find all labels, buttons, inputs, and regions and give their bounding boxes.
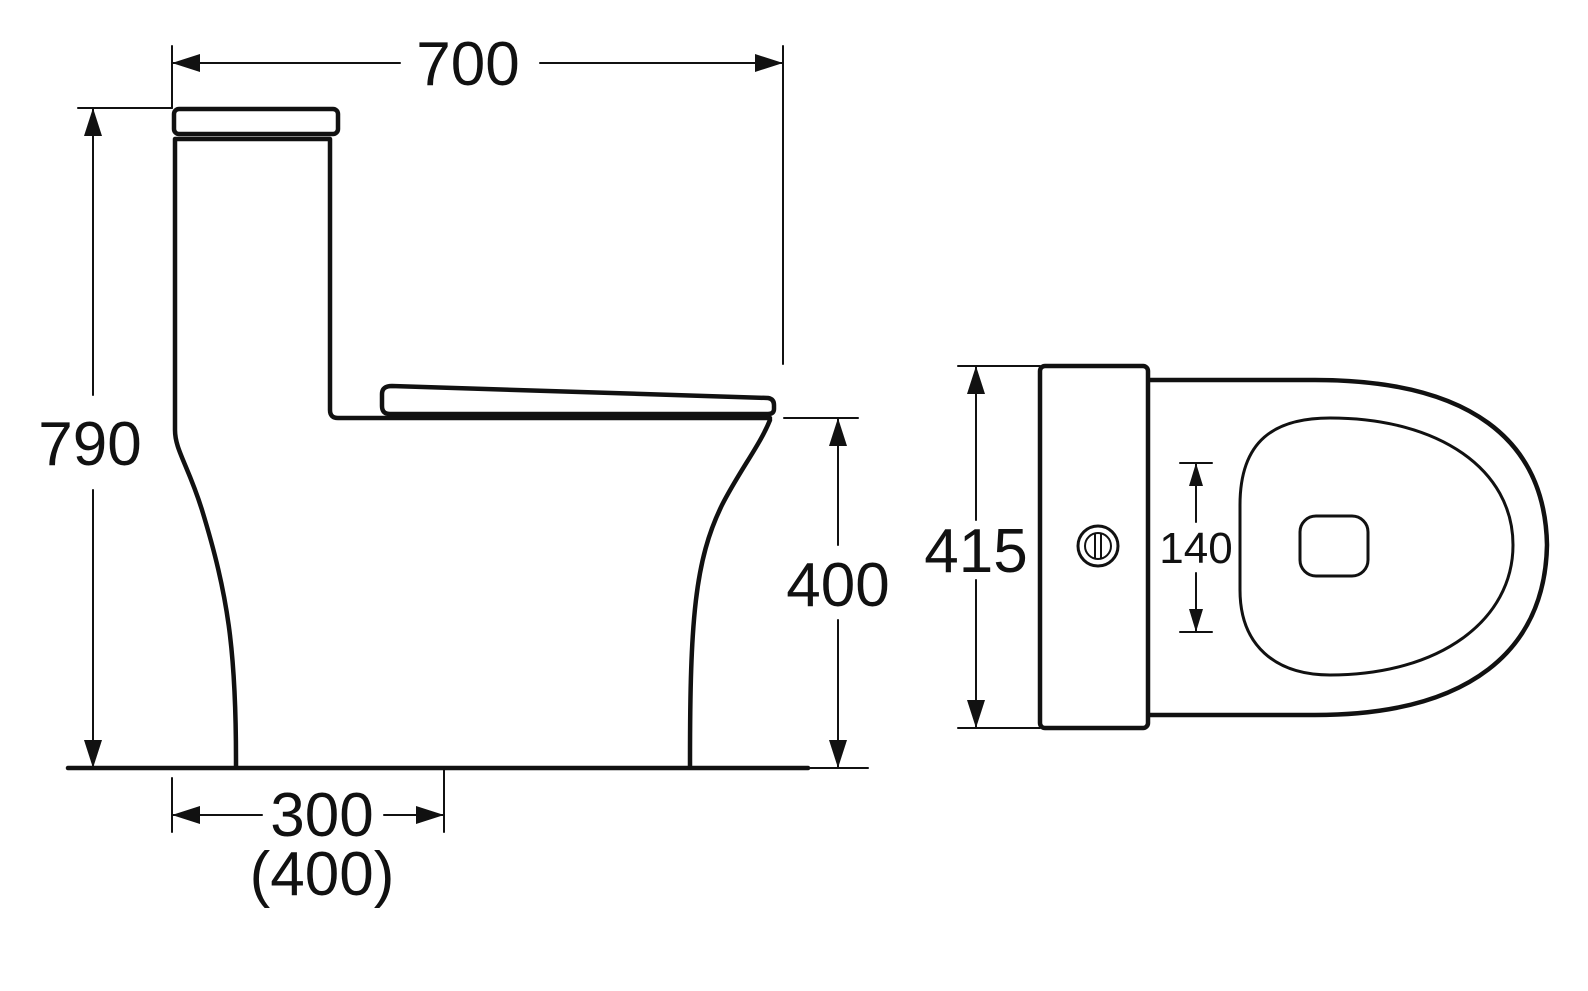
toilet-body-outline	[172, 136, 773, 769]
arrowhead-415-bottom	[967, 700, 985, 728]
tank-top-view	[1037, 363, 1151, 731]
overall-height-label: 790	[38, 410, 141, 479]
dimension-tank-depth: 415	[924, 365, 1041, 729]
top-view: 415 140	[924, 363, 1550, 731]
overall-length-label: 700	[416, 30, 519, 99]
drain-outlet	[1298, 514, 1370, 578]
arrowhead-790-top	[84, 108, 102, 136]
flush-button-icon	[1076, 524, 1120, 568]
arrowhead-300-left	[172, 806, 200, 824]
dimension-rough-in: 300 (400)	[171, 769, 445, 909]
arrowhead-700-right	[755, 54, 783, 72]
bowl-inner-outline	[1238, 416, 1515, 677]
tank-lid	[171, 106, 341, 137]
dimension-overall-length: 700	[171, 30, 784, 365]
dimension-overall-height: 790	[38, 107, 173, 769]
seat-lid-side	[379, 383, 777, 417]
dimension-drain-width: 140	[1159, 462, 1233, 633]
arrowhead-400-top	[829, 418, 847, 446]
arrowhead-790-bottom	[84, 740, 102, 768]
side-view: 700 790 400 300	[38, 30, 889, 909]
arrowhead-400-bottom	[829, 740, 847, 768]
tank-depth-label: 415	[924, 517, 1027, 586]
arrowhead-140-top	[1189, 463, 1203, 486]
drain-width-label: 140	[1159, 524, 1232, 573]
arrowhead-700-left	[172, 54, 200, 72]
dimension-seat-height: 400	[783, 417, 890, 769]
bowl-outer-outline	[1147, 377, 1550, 718]
arrowhead-140-bottom	[1189, 609, 1203, 632]
rough-in-label: 300	[270, 781, 373, 850]
seat-height-label: 400	[786, 551, 889, 620]
arrowhead-300-right	[416, 806, 444, 824]
rough-in-alt-label: (400)	[250, 840, 395, 909]
arrowhead-415-top	[967, 366, 985, 394]
